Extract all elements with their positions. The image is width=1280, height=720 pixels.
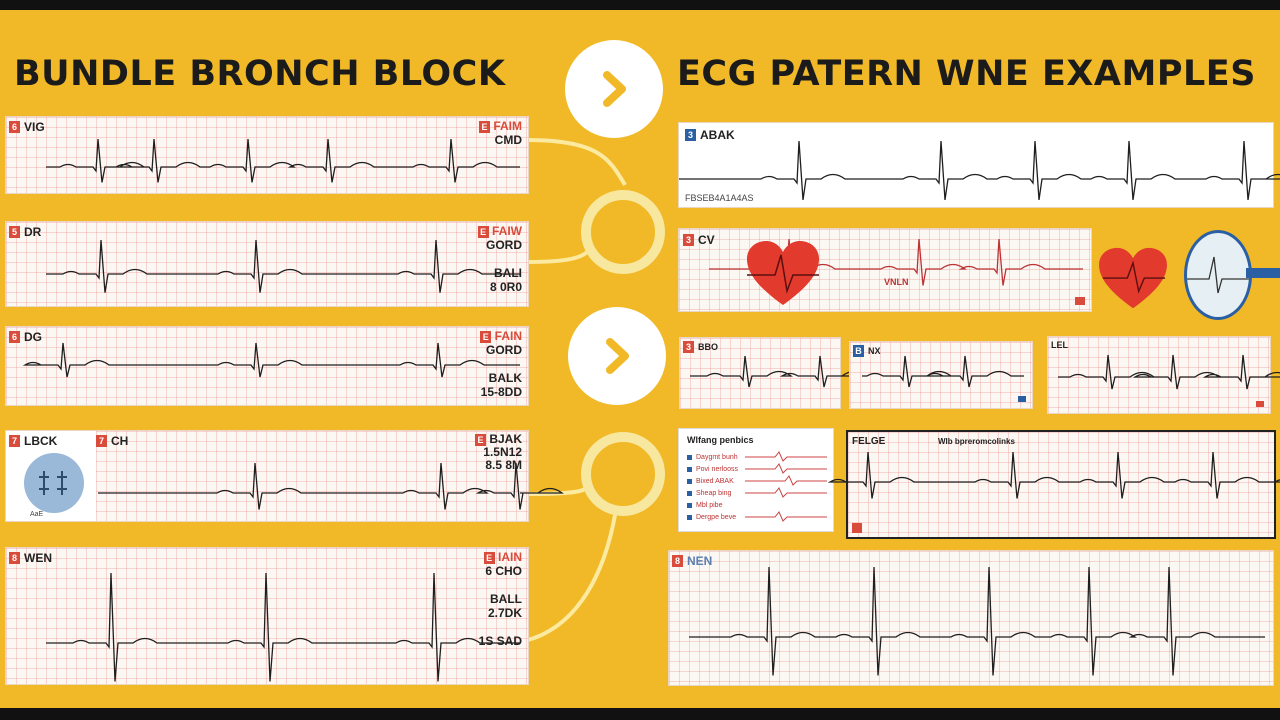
ecg-trace (1058, 354, 1280, 390)
legend-item: Daygmt bunh (687, 451, 738, 463)
ecg-waveform (690, 355, 868, 388)
connector-ring (581, 432, 665, 516)
corner-marker (852, 523, 862, 533)
ecg-trace (22, 342, 520, 378)
right-title: ECG PATERN WNE EXAMPLES (677, 54, 1256, 94)
legend-title: Wlfang penbics (687, 435, 754, 445)
ecg-waveform (679, 140, 1280, 200)
panel-label: FELGE (852, 436, 886, 447)
ecg-trace (689, 566, 1265, 676)
ecg-trace (709, 238, 1083, 286)
corner-marker (1075, 297, 1085, 305)
stethoscope-icon (1184, 230, 1252, 320)
next-chevron-button-2[interactable] (568, 307, 666, 405)
ecg-trace (827, 451, 1280, 499)
panel-label: LEL (1051, 340, 1068, 350)
ecg-waveform (22, 342, 520, 378)
panel-footer: FBSEB4A1A4AS (685, 193, 754, 203)
ecg-trace (98, 462, 564, 510)
ecg-trace (46, 239, 520, 293)
cable-icon (1246, 268, 1280, 278)
ecg-waveform (689, 566, 1265, 676)
legend-box: Wlfang penbics Daygmt bunh Povi nerlooss… (678, 428, 834, 532)
ecg-panel: LEL (1047, 336, 1280, 414)
ecg-waveform (862, 355, 1024, 388)
ecg-waveform (1058, 354, 1280, 390)
corner-marker (1018, 396, 1026, 402)
next-chevron-button[interactable] (565, 40, 663, 138)
legend-item: Povi nerlooss (687, 463, 738, 475)
heart-icon (1099, 247, 1167, 309)
ecg-waveform (827, 451, 1280, 499)
wave-label: VNLN (884, 277, 909, 287)
monitor-trace (1187, 256, 1249, 294)
connector-ring (581, 190, 665, 274)
ecg-panel: FELGE Wlb bpreromcolinks (827, 430, 1280, 539)
left-title: BUNDLE BRONCH BLOCK (14, 54, 506, 94)
ecg-trace (862, 355, 1024, 388)
legend-traces (745, 451, 827, 522)
legend-item: Bixed ABAK (687, 475, 738, 487)
chevron-right-icon (606, 338, 629, 374)
ecg-waveform (46, 138, 520, 183)
ecg-trace (46, 138, 520, 183)
ecg-waveform (46, 239, 520, 293)
corner-marker (1256, 401, 1264, 407)
legend-item: Sheap bing (687, 487, 738, 499)
ecg-waveform (46, 572, 520, 682)
legend-item: Dergpe beve (687, 511, 738, 523)
ecg-trace (690, 355, 868, 388)
heart-icon (747, 241, 819, 305)
inset-caption: AaE (30, 511, 44, 518)
infographic: BUNDLE BRONCH BLOCK ECG PATERN WNE EXAMP… (0, 10, 1280, 708)
legend-item: Mbl pibe (687, 499, 738, 511)
bundle-inset: AaE (6, 431, 96, 521)
legend-list: Daygmt bunh Povi nerlooss Bixed ABAK She… (687, 451, 738, 523)
panel-header: Wlb bpreromcolinks (938, 437, 1015, 446)
chevron-right-icon (603, 71, 626, 107)
heart-section-icon (24, 453, 84, 513)
conduction-icon (39, 471, 67, 495)
ecg-trace (679, 140, 1280, 200)
ecg-trace (46, 572, 520, 682)
ecg-waveform (98, 462, 564, 510)
